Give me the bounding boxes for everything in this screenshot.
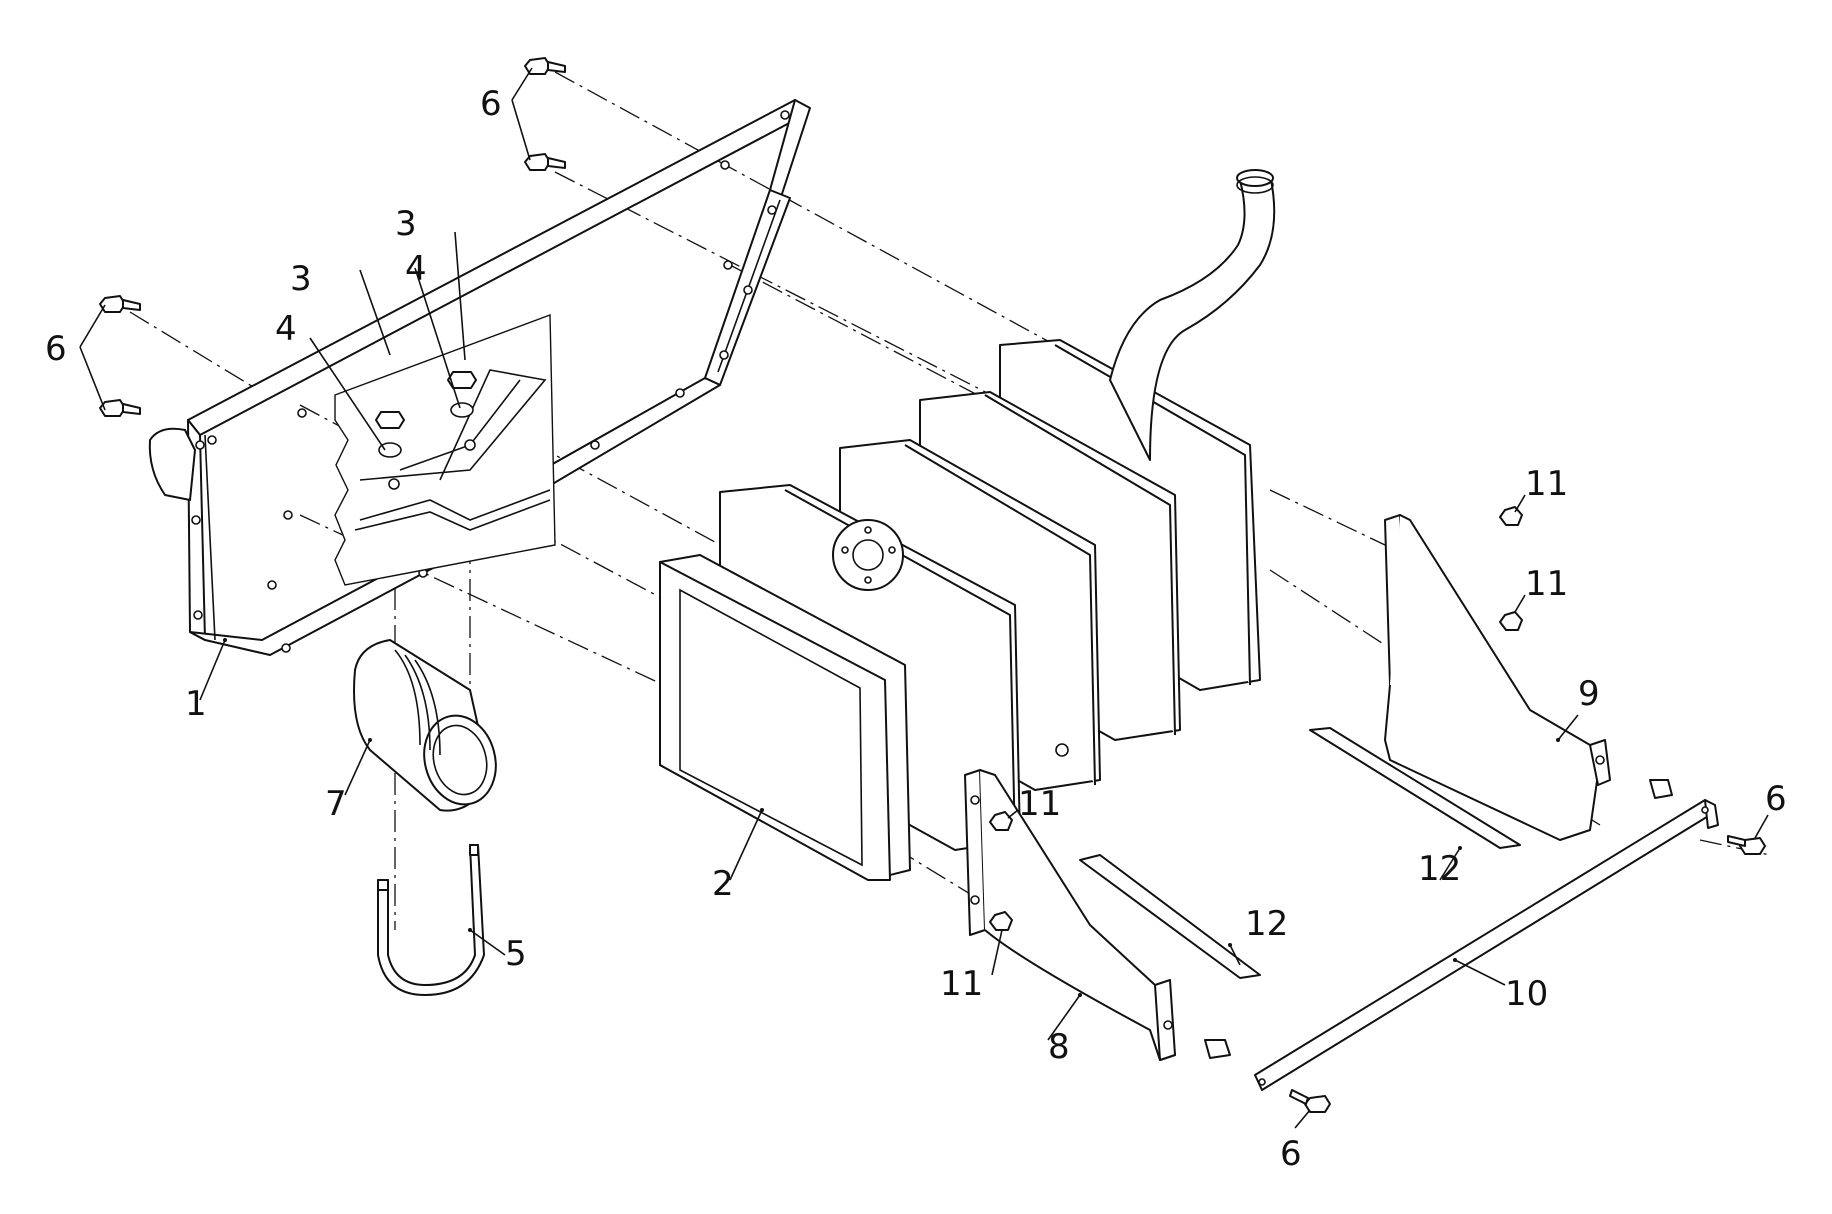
support-bracket-left [964, 769, 1231, 1061]
hose-sleeve [353, 639, 497, 812]
callout-3-right: 3 [395, 204, 417, 244]
callout-1: 1 [185, 684, 207, 724]
callout-4-right: 4 [405, 249, 427, 289]
callout-5: 5 [505, 934, 527, 974]
leader-lines [79, 67, 1769, 1129]
bolt-6-right [1727, 835, 1766, 855]
callout-12-left: 12 [1245, 904, 1288, 944]
callout-8: 8 [1048, 1027, 1070, 1067]
callout-2: 2 [712, 864, 734, 904]
bolt-6-left-1 [99, 295, 141, 313]
bolt-6-bottom [1289, 1089, 1331, 1113]
strip-12-group [1079, 727, 1521, 979]
fuel-tank [659, 169, 1276, 881]
callout-labels: 1 2 3 3 4 4 5 6 6 6 6 7 8 9 10 11 11 11 … [45, 84, 1787, 1174]
callout-7: 7 [325, 784, 347, 824]
support-bracket-right [1384, 506, 1673, 841]
callout-12-right: 12 [1418, 849, 1461, 889]
callout-11-left-bottom: 11 [940, 964, 983, 1004]
callout-6-right: 6 [1765, 779, 1787, 819]
callout-11-right-top: 11 [1525, 464, 1568, 504]
callout-11-left-top: 11 [1018, 784, 1061, 824]
bolt-6-top-1 [524, 57, 566, 75]
u-bolt [377, 844, 485, 996]
bolt-group [99, 57, 1766, 1113]
callout-6-bottom: 6 [1280, 1134, 1302, 1174]
bolt-6-top-2 [524, 153, 566, 171]
bolt-6-left-2 [99, 399, 141, 417]
callout-3-left: 3 [290, 259, 312, 299]
callout-9: 9 [1578, 674, 1600, 714]
callout-6-left: 6 [45, 329, 67, 369]
callout-10: 10 [1505, 974, 1548, 1014]
callout-4-left: 4 [275, 309, 297, 349]
frame-bracket [148, 99, 811, 656]
callout-6-top: 6 [480, 84, 502, 124]
callout-11-right-bottom: 11 [1525, 564, 1568, 604]
cross-bar [1254, 799, 1719, 1091]
